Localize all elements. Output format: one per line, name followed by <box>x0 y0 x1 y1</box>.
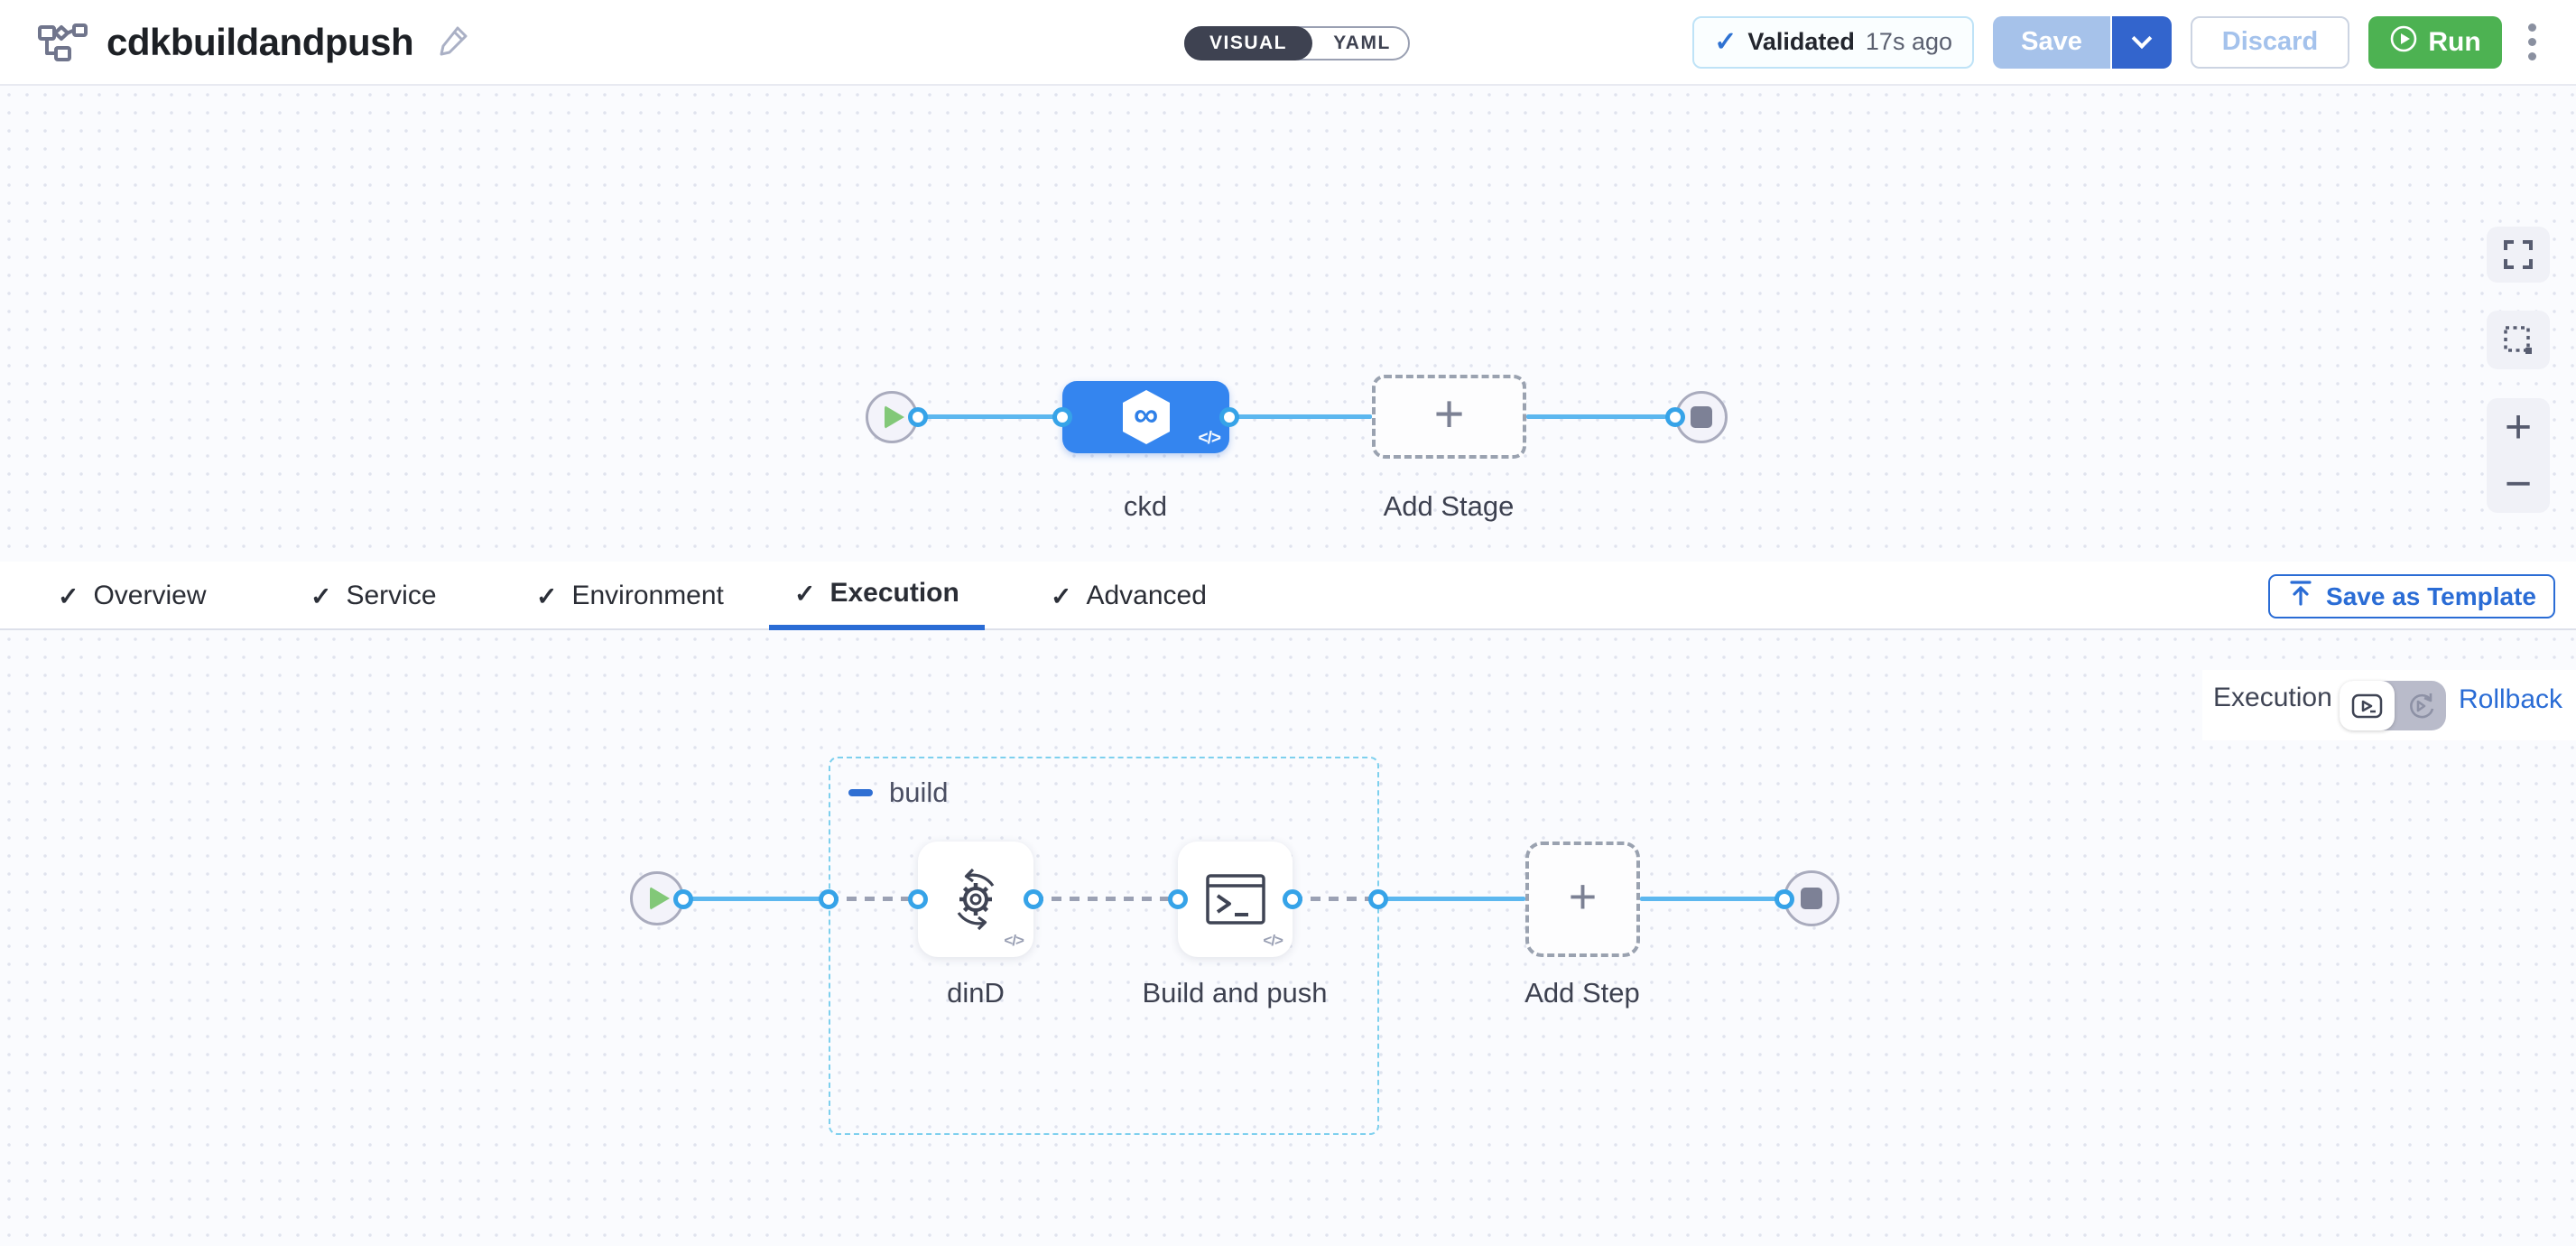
save-as-template-label: Save as Template <box>2326 581 2536 610</box>
port[interactable] <box>1774 889 1794 909</box>
chevron-down-icon <box>2131 27 2153 49</box>
port[interactable] <box>1665 407 1685 427</box>
connector-dashed <box>829 897 918 901</box>
add-step-node[interactable]: + <box>1525 842 1640 957</box>
port[interactable] <box>1283 889 1302 909</box>
rollback-link[interactable]: Rollback <box>2459 684 2563 714</box>
tab-execution[interactable]: ✓ Execution <box>769 562 985 630</box>
connector <box>1526 414 1666 419</box>
port[interactable] <box>908 407 928 427</box>
toggle-yaml[interactable]: YAML <box>1333 33 1391 53</box>
step-group-build[interactable] <box>829 757 1379 1135</box>
stage-label: ckd <box>1123 490 1168 522</box>
validated-check-icon: ✓ <box>1714 27 1737 57</box>
zoom-in-button[interactable]: + <box>2504 400 2533 453</box>
pipeline-title-group: cdkbuildandpush <box>38 18 471 66</box>
tab-label: Execution <box>829 578 959 608</box>
stop-icon <box>1691 406 1712 428</box>
execution-mode-label: Execution <box>2213 683 2332 712</box>
pipeline-name: cdkbuildandpush <box>107 20 414 63</box>
port[interactable] <box>1219 407 1239 427</box>
save-options-button[interactable] <box>2112 15 2172 69</box>
zoom-out-button[interactable]: − <box>2504 458 2533 511</box>
stop-icon <box>1801 888 1822 909</box>
toggle-visual[interactable]: VISUAL <box>1184 26 1312 60</box>
tab-label: Service <box>346 581 437 610</box>
infinity-glyph: ∞ <box>1133 396 1159 434</box>
connector <box>683 897 829 901</box>
run-play-icon <box>2389 24 2418 60</box>
step-label: Build and push <box>1142 977 1328 1009</box>
selection-marquee-button[interactable] <box>2487 311 2550 369</box>
header-actions: ✓ Validated 17s ago Save Discard Run <box>1692 15 2540 69</box>
port[interactable] <box>1024 889 1043 909</box>
visual-yaml-toggle[interactable]: VISUAL YAML <box>1184 26 1410 60</box>
check-icon: ✓ <box>1051 581 1072 610</box>
tab-label: Advanced <box>1086 581 1207 610</box>
add-step-label: Add Step <box>1524 977 1640 1009</box>
port[interactable] <box>1052 407 1072 427</box>
tab-advanced[interactable]: ✓ Advanced <box>1025 562 1232 630</box>
save-split-button: Save <box>1993 15 2172 69</box>
connector <box>1378 897 1525 901</box>
step-node-build-and-push[interactable]: </> <box>1178 842 1293 957</box>
check-icon: ✓ <box>536 581 558 610</box>
port[interactable] <box>819 889 839 909</box>
validated-label: Validated <box>1747 28 1855 55</box>
ci-stage-icon: ∞ <box>1118 387 1174 447</box>
connector <box>1229 414 1372 419</box>
run-label: Run <box>2428 26 2481 57</box>
step-code-icon[interactable]: </> <box>1004 932 1024 949</box>
stage-canvas[interactable]: ∞ </> + ckd Add Stage + <box>0 86 2576 562</box>
check-icon: ✓ <box>310 581 332 610</box>
port[interactable] <box>673 889 693 909</box>
execution-segment[interactable] <box>2340 681 2395 730</box>
port[interactable] <box>908 889 928 909</box>
port[interactable] <box>1168 889 1188 909</box>
add-stage-node[interactable]: + <box>1372 375 1526 459</box>
step-node-dind[interactable]: </> <box>918 842 1033 957</box>
tab-label: Environment <box>571 581 724 610</box>
connector-dashed <box>1293 897 1378 901</box>
plus-icon: + <box>1568 869 1598 924</box>
edit-pencil-icon[interactable] <box>437 23 471 61</box>
execution-rollback-toggle[interactable] <box>2340 681 2446 730</box>
tab-environment[interactable]: ✓ Environment <box>511 562 749 630</box>
port[interactable] <box>1368 889 1388 909</box>
check-icon: ✓ <box>794 579 816 608</box>
tab-service[interactable]: ✓ Service <box>285 562 462 630</box>
header: cdkbuildandpush VISUAL YAML ✓ Validated … <box>0 0 2576 86</box>
more-options-icon[interactable] <box>2525 18 2540 66</box>
group-label: build <box>889 776 949 808</box>
zoom-controls: + − <box>2487 398 2550 513</box>
connector <box>918 414 1062 419</box>
upload-icon <box>2287 579 2314 614</box>
pipeline-icon <box>38 18 88 66</box>
tab-overview[interactable]: ✓ Overview <box>32 562 232 630</box>
stage-tabbar: ✓ Overview ✓ Service ✓ Environment ✓ Exe… <box>0 562 2576 630</box>
discard-button[interactable]: Discard <box>2191 15 2349 69</box>
check-icon: ✓ <box>58 581 79 610</box>
start-play-icon <box>885 405 904 429</box>
stage-node-ckd[interactable]: ∞ </> <box>1062 381 1229 453</box>
add-stage-label: Add Stage <box>1383 490 1515 522</box>
step-code-icon[interactable]: </> <box>1263 932 1283 949</box>
rollback-segment[interactable] <box>2395 681 2446 730</box>
tab-label: Overview <box>93 581 207 610</box>
step-label: dinD <box>947 977 1005 1009</box>
plus-icon: + <box>1433 384 1465 443</box>
execution-canvas[interactable]: Execution Rollback build <box>0 630 2576 1246</box>
validated-badge[interactable]: ✓ Validated 17s ago <box>1692 15 1974 69</box>
connector-dashed <box>1033 897 1178 901</box>
collapse-group-icon[interactable] <box>848 789 873 796</box>
fullscreen-button[interactable] <box>2487 227 2550 283</box>
connector <box>1640 897 1784 901</box>
stage-code-icon[interactable]: </> <box>1198 429 1222 448</box>
validated-time: 17s ago <box>1865 28 1952 55</box>
save-button[interactable]: Save <box>1993 15 2112 69</box>
start-play-icon <box>650 887 670 910</box>
save-as-template-button[interactable]: Save as Template <box>2268 574 2555 618</box>
run-button[interactable]: Run <box>2368 15 2502 69</box>
